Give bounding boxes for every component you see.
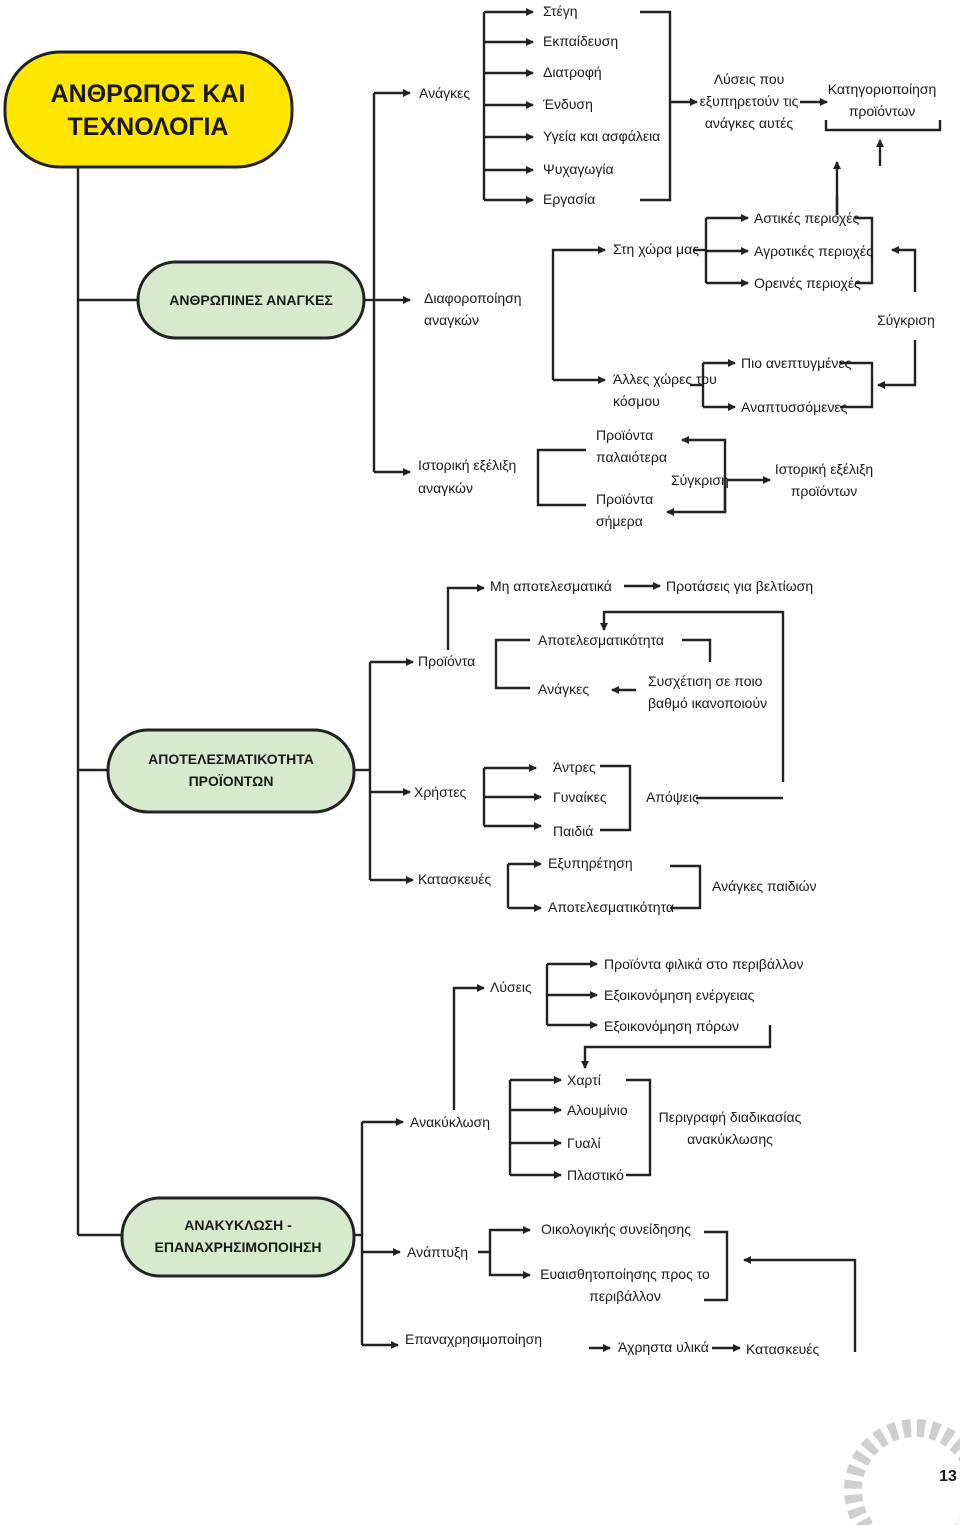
- area-item: Ορεινές περιοχές: [754, 275, 861, 291]
- label-diaforopoiisi: Διαφοροποίηση: [424, 290, 522, 306]
- label-correlation: βαθμό ικανοποιούν: [648, 695, 767, 711]
- solution-item: Προϊόντα φιλικά στο περιβάλλον: [604, 956, 804, 972]
- label-recycling: Ανακύκλωση: [410, 1114, 490, 1130]
- label-correlation: Συσχέτιση σε ποιο: [648, 673, 763, 689]
- recycling-box: ΑΝΑΚΥΚΛΩΣΗ - ΕΠΑΝΑΧΡΗΣΙΜΟΠΟΙΗΣΗ: [120, 1196, 356, 1278]
- material-item: Γυαλί: [567, 1135, 601, 1151]
- label-opinions: Απόψεις: [646, 789, 699, 805]
- label-users: Χρήστες: [414, 784, 467, 800]
- needs-box-label: ΑΝΘΡΩΠΙΝΕΣ ΑΝΑΓΚΕΣ: [169, 292, 333, 308]
- section-needs-connectors: [364, 8, 942, 516]
- label-process: Περιγραφή διαδικασίας: [659, 1109, 802, 1125]
- label-manufacturers: Κατασκευές: [418, 871, 491, 887]
- solution-item: Εξοικονόμηση πόρων: [604, 1018, 739, 1034]
- section-recycling-connectors: [354, 960, 857, 1352]
- label-sygkrisi: Σύγκριση: [877, 312, 935, 328]
- label-new-products: Προϊόντα: [596, 491, 653, 507]
- label-children-needs: Ανάγκες παιδιών: [712, 878, 817, 894]
- label-istoriki: αναγκών: [418, 480, 473, 496]
- label-new-products: σήμερα: [596, 513, 643, 529]
- label-old-products: παλαιότερα: [596, 449, 667, 465]
- categorization-line: προϊόντων: [849, 103, 916, 119]
- label-eco: Οικολογικής συνείδησης: [541, 1221, 691, 1237]
- label-process: ανακύκλωσης: [687, 1131, 773, 1147]
- main-title-line1: ΑΝΘΡΩΠΟΣ ΚΑΙ: [51, 80, 246, 108]
- label-reuse: Επαναχρησιμοποίηση: [405, 1331, 542, 1347]
- solution-item: Εξοικονόμηση ενέργειας: [604, 987, 755, 1003]
- label-old-products: Προϊόντα: [596, 427, 653, 443]
- material-item: Αλουμίνιο: [567, 1102, 628, 1118]
- section-recycling-text: Λύσεις Προϊόντα φιλικά στο περιβάλλον Εξ…: [405, 956, 819, 1357]
- label-sti-xora: Στη χώρα μας: [613, 241, 699, 257]
- categorization-line: Κατηγοριοποίηση: [828, 81, 937, 97]
- label-development: Ανάπτυξη: [407, 1244, 468, 1260]
- label-effectiveness2: Αποτελεσματικότητα: [548, 899, 674, 915]
- label-awareness: Ευαισθητοποίησης προς το: [540, 1266, 710, 1282]
- area-item: Αγροτικές περιοχές: [754, 243, 873, 259]
- section-effectiveness-text: Προϊόντα Μη αποτελεσματικά Προτάσεις για…: [414, 578, 817, 915]
- user-item: Παιδιά: [553, 823, 593, 839]
- label-diaforopoiisi: αναγκών: [424, 312, 479, 328]
- label-history-products: προϊόντων: [791, 483, 858, 499]
- label-history-products: Ιστορική εξέλιξη: [775, 461, 873, 477]
- label-awareness: περιβάλλον: [589, 1288, 661, 1304]
- solutions-line: εξυπηρετούν τις: [700, 93, 799, 109]
- user-item: Γυναίκες: [553, 789, 607, 805]
- recycling-box-line2: ΕΠΑΝΑΧΡΗΣΙΜΟΠΟΙΗΣΗ: [155, 1239, 322, 1255]
- need-item: Διατροφή: [543, 64, 602, 80]
- page-number: 13: [939, 1468, 957, 1485]
- material-item: Πλαστικό: [567, 1167, 624, 1183]
- label-proposals: Προτάσεις για βελτίωση: [666, 578, 813, 594]
- area-item: Αστικές περιοχές: [754, 210, 859, 226]
- label-ineffective: Μη αποτελεσματικά: [490, 578, 612, 594]
- label-effectiveness: Αποτελεσματικότητα: [538, 632, 664, 648]
- label-useless: Άχρηστα υλικά: [618, 1339, 709, 1355]
- effectiveness-box: ΑΠΟΤΕΛΕΣΜΑΤΙΚΟΤΗΤΑ ΠΡΟΪΟΝΤΩΝ: [106, 728, 356, 814]
- main-trunk: [76, 135, 140, 1237]
- label-developing: Αναπτυσσόμενες: [741, 399, 848, 415]
- label-anagkes: Ανάγκες: [419, 85, 470, 101]
- need-item: Εκπαίδευση: [543, 33, 618, 49]
- need-item: Εργασία: [543, 191, 595, 207]
- label-service: Εξυπηρέτηση: [548, 855, 633, 871]
- label-istoriki: Ιστορική εξέλιξη: [418, 457, 516, 473]
- main-title-box: ΑΝΘΡΩΠΟΣ ΚΑΙ ΤΕΧΝΟΛΟΓΙΑ: [3, 50, 294, 169]
- label-alles-xores: κόσμου: [613, 393, 660, 409]
- needs-box: ΑΝΘΡΩΠΙΝΕΣ ΑΝΑΓΚΕΣ: [136, 260, 366, 340]
- label-solutions: Λύσεις: [490, 979, 532, 995]
- label-constructions: Κατασκευές: [746, 1341, 819, 1357]
- need-item: Ένδυση: [542, 96, 593, 112]
- effectiveness-box-line2: ΠΡΟΪΟΝΤΩΝ: [189, 773, 274, 789]
- section-effectiveness-connectors: [354, 582, 785, 912]
- user-item: Άντρες: [553, 759, 596, 775]
- recycling-box-line1: ΑΝΑΚΥΚΛΩΣΗ -: [184, 1217, 292, 1233]
- gear-icon: [844, 1419, 960, 1525]
- need-item: Στέγη: [543, 3, 578, 19]
- need-item: Ψυχαγωγία: [543, 161, 614, 177]
- label-developed: Πιο ανεπτυγμένες: [741, 355, 852, 371]
- label-alles-xores: Άλλες χώρες του: [613, 371, 717, 387]
- section-needs-text: Ανάγκες Στέγη Εκπαίδευση Διατροφή Ένδυση…: [418, 3, 936, 529]
- material-item: Χαρτί: [567, 1072, 601, 1088]
- solutions-line: ανάγκες αυτές: [705, 115, 794, 131]
- label-needs: Ανάγκες: [538, 681, 589, 697]
- need-item: Υγεία και ασφάλεια: [543, 128, 660, 144]
- label-proionta: Προϊόντα: [418, 653, 475, 669]
- main-title-line2: ΤΕΧΝΟΛΟΓΙΑ: [68, 113, 229, 141]
- label-sygkrisi-history: Σύγκριση: [671, 472, 729, 488]
- effectiveness-box-line1: ΑΠΟΤΕΛΕΣΜΑΤΙΚΟΤΗΤΑ: [148, 751, 314, 767]
- solutions-line: Λύσεις που: [714, 71, 785, 87]
